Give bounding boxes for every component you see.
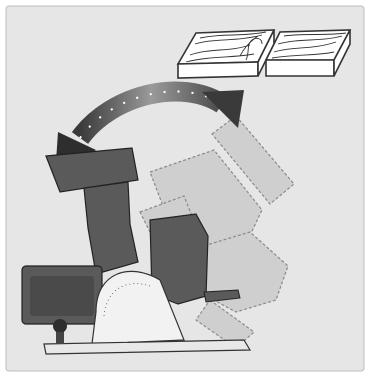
split-wood-icon [266, 30, 350, 76]
